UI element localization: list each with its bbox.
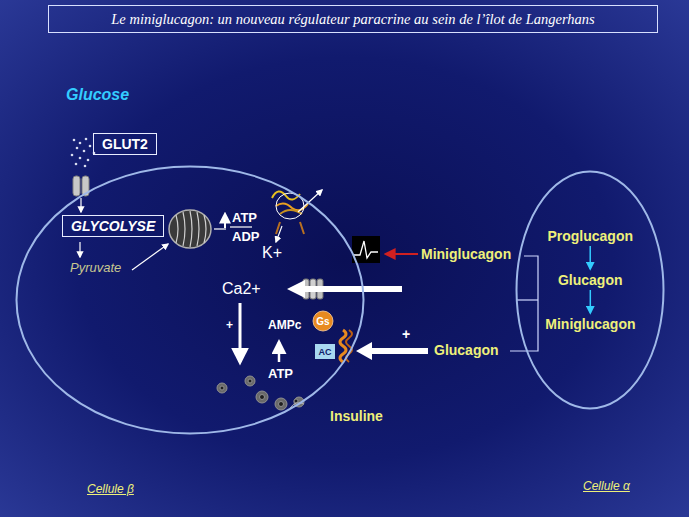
hormone-text: Proglucagon: [545, 228, 635, 244]
katp-channel: [272, 190, 322, 242]
process-box: GLYCOLYSE: [62, 215, 164, 237]
title-box: Le miniglucagon: un nouveau régulateur p…: [48, 5, 658, 33]
arrow: [214, 228, 226, 229]
node-text: Gs: [316, 316, 329, 327]
big-arrow: [287, 280, 402, 298]
node-text: AC: [319, 347, 332, 357]
metabolite-label: ADP: [232, 229, 259, 244]
red-arrow: [386, 253, 418, 255]
up-arrow: [224, 214, 226, 228]
sign-label: +: [226, 318, 233, 332]
insulin-granules: [217, 376, 304, 410]
up-arrow: [278, 342, 281, 362]
arrow: [79, 242, 80, 257]
hormone-label: Insuline: [330, 408, 383, 424]
hormone-text: Miniglucagon: [543, 316, 638, 332]
ion-label: K+: [262, 244, 282, 262]
cell-name: Cellule α: [583, 479, 630, 493]
alpha-cell: Cellule αProglucagonGlucagonMiniglucagon: [515, 170, 665, 410]
title-text: Le miniglucagon: un nouveau régulateur p…: [111, 11, 594, 28]
adenylate-cyclase: AC: [315, 344, 335, 359]
node-text: Glucagon: [556, 272, 625, 288]
metabolite-label: ATP: [268, 366, 293, 381]
hormone-text: Glucagon: [556, 272, 625, 288]
alpha-cell-outline: [515, 170, 665, 410]
node-text: Miniglucagon: [543, 316, 638, 332]
metabolite-label: ATP: [232, 210, 257, 225]
action-potential-icon: [352, 236, 380, 263]
metabolite-label: Pyruvate: [70, 260, 121, 275]
arrow: [132, 244, 168, 270]
fraction-bar: [230, 226, 252, 227]
big-arrow: [356, 342, 428, 360]
messenger-label: AMPc: [268, 318, 301, 332]
substance-label: Glucose: [66, 86, 129, 104]
connector-arrow: [589, 246, 591, 269]
mitochondrion: [169, 210, 211, 248]
hormone-label: Miniglucagon: [421, 246, 511, 262]
arrow: [239, 303, 242, 362]
cell-name: Cellule β: [87, 482, 134, 496]
transporter-box: GLUT2: [93, 133, 157, 155]
beta-cell-outline: [15, 165, 365, 435]
glut2-transporter: [73, 176, 89, 212]
hormone-label: Glucagon: [434, 342, 499, 358]
gs-protein: Gs: [313, 311, 333, 331]
connector-arrow: [590, 290, 592, 313]
beta-cell: Cellule βGLYCOLYSEGsAC: [15, 165, 365, 435]
node-text: GLYCOLYSE: [71, 218, 155, 234]
node-text: GLUT2: [102, 136, 148, 152]
node-text: Proglucagon: [545, 228, 635, 244]
glucose-dots: [71, 138, 96, 168]
sign-label: +: [402, 326, 410, 342]
ion-label: Ca2+: [222, 280, 261, 298]
bracket: [510, 256, 538, 351]
